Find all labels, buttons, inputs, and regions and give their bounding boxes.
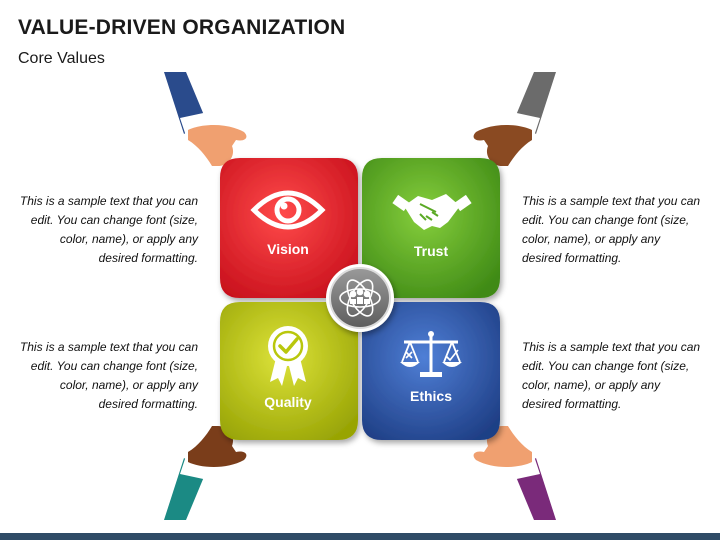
hand-top-left	[164, 72, 247, 166]
quality-tile	[220, 302, 358, 440]
quality-description: This is a sample text that you can edit.…	[19, 340, 198, 411]
trust-tile	[362, 158, 500, 298]
scales-icon	[400, 331, 462, 377]
eye-icon	[250, 190, 326, 230]
vision-description: This is a sample text that you can edit.…	[19, 194, 198, 265]
page-subtitle: Core Values	[18, 50, 105, 67]
hand-bottom-right	[473, 426, 556, 520]
team-network-icon	[339, 279, 381, 317]
hand-top-right	[473, 72, 556, 166]
hand-skin-top-left	[188, 125, 247, 166]
page-title: VALUE-DRIVEN ORGANIZATION	[18, 16, 346, 39]
hand-skin-top-right	[473, 125, 532, 166]
vision-label: Vision	[267, 241, 309, 257]
handshake-icon	[392, 194, 472, 230]
ethics-label: Ethics	[410, 388, 452, 404]
ethics-description: This is a sample text that you can edit.…	[522, 340, 701, 411]
quality-label: Quality	[264, 394, 312, 410]
hand-bottom-left	[164, 426, 247, 520]
trust-description: This is a sample text that you can edit.…	[522, 194, 701, 265]
award-ribbon-icon	[268, 326, 308, 386]
bottom-accent-bar	[0, 533, 720, 540]
trust-label: Trust	[414, 243, 449, 259]
